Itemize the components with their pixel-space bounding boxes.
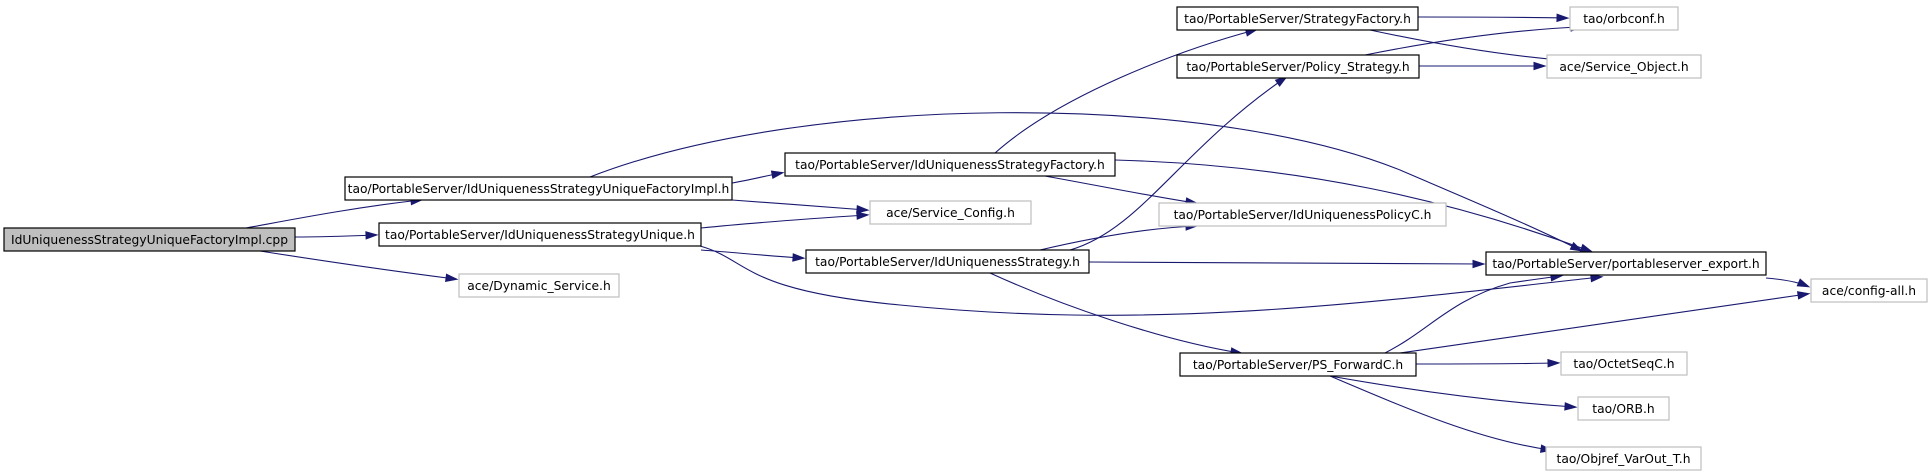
arrowhead-n2-to-n6: [792, 253, 806, 262]
edge-n6-to-n8: [1069, 77, 1286, 251]
node-box: [1176, 54, 1420, 79]
node-box: [1577, 396, 1670, 421]
include-node[interactable]: tao/PortableServer/IdUniquenessStrategyU…: [344, 176, 733, 201]
node-box: [1810, 278, 1928, 303]
include-node: tao/orbconf.h: [1569, 6, 1679, 31]
edge-n6-to-n13: [1088, 261, 1483, 265]
node-label: tao/PortableServer/StrategyFactory.h: [1184, 12, 1411, 26]
node-label: ace/Service_Object.h: [1559, 60, 1688, 74]
include-node[interactable]: tao/PortableServer/IdUniquenessStrategy.…: [805, 249, 1090, 274]
node-label: tao/orbconf.h: [1583, 12, 1665, 26]
node-label: ace/config-all.h: [1822, 284, 1916, 298]
arrowhead-n4-to-n13: [1579, 243, 1594, 253]
node-box: [378, 222, 702, 247]
include-node[interactable]: tao/PortableServer/Policy_Strategy.h: [1176, 54, 1420, 79]
node-box: [3, 227, 296, 252]
node-label: ace/Service_Config.h: [886, 206, 1015, 220]
edge-n10-to-n13: [1384, 275, 1561, 354]
node-box: [1545, 446, 1702, 471]
node-box: [1546, 54, 1702, 79]
edge-n8-to-n11: [1364, 26, 1581, 56]
edge-n1-to-n5: [731, 199, 867, 211]
node-label: tao/Objref_VarOut_T.h: [1557, 452, 1691, 466]
node-box: [805, 249, 1090, 274]
node-box: [1569, 6, 1679, 31]
edge-n2-to-n13: [699, 245, 1601, 316]
edge-n7-to-n11: [1417, 16, 1567, 19]
node-box: [1176, 6, 1419, 31]
arrowhead-n1-to-n4: [770, 170, 785, 179]
node-box: [784, 152, 1116, 177]
node-label: tao/PortableServer/IdUniquenessStrategyU…: [348, 182, 730, 196]
edge-n10-to-n14: [1399, 293, 1808, 354]
edge-n2-to-n5: [700, 214, 867, 229]
edge-n4-to-n7: [994, 29, 1256, 154]
edge-n7-to-n12: [1369, 29, 1561, 61]
arrowhead-n0-to-n3: [445, 273, 459, 283]
arrowhead-n1-to-n13: [1569, 241, 1584, 252]
edge-n2-to-n6: [700, 249, 803, 259]
edge-n4-to-n13: [1114, 159, 1591, 252]
arrowhead-n2-to-n13: [1590, 273, 1604, 283]
node-label: tao/PortableServer/PS_ForwardC.h: [1193, 358, 1403, 372]
arrowhead-n13-to-n14: [1796, 278, 1811, 288]
nodes-layer: IdUniquenessStrategyUniqueFactoryImpl.cp…: [3, 6, 1928, 471]
arrowhead-n6-to-n13: [1472, 259, 1486, 269]
node-box: [1158, 202, 1447, 227]
node-box: [1179, 352, 1417, 377]
edge-n10-to-n15: [1415, 362, 1558, 365]
arrowhead-n1-to-n5: [856, 205, 870, 214]
edge-n0-to-n1: [245, 199, 421, 229]
node-box: [344, 176, 733, 201]
node-label: tao/PortableServer/IdUniquenessStrategy.…: [815, 255, 1080, 269]
node-label: ace/Dynamic_Service.h: [467, 279, 611, 293]
include-node: ace/Dynamic_Service.h: [458, 273, 620, 298]
node-label: tao/PortableServer/IdUniquenessStrategyF…: [795, 158, 1105, 172]
include-node[interactable]: tao/PortableServer/IdUniquenessStrategyF…: [784, 152, 1116, 177]
include-node[interactable]: tao/PortableServer/portableserver_export…: [1485, 251, 1767, 276]
include-node[interactable]: tao/PortableServer/PS_ForwardC.h: [1179, 352, 1417, 377]
edge-n4-to-n9: [1044, 175, 1196, 204]
include-node: tao/PortableServer/IdUniquenessPolicyC.h: [1158, 202, 1447, 227]
node-box: [869, 200, 1032, 225]
node-label: tao/PortableServer/IdUniquenessPolicyC.h: [1174, 208, 1432, 222]
edge-n6-to-n9: [1039, 225, 1196, 251]
arrowhead-n0-to-n2: [365, 231, 379, 240]
edges-layer: [245, 13, 1811, 453]
edge-n0-to-n2: [294, 234, 376, 238]
edge-n0-to-n3: [259, 250, 456, 280]
include-node: tao/OctetSeqC.h: [1560, 351, 1688, 376]
include-node[interactable]: tao/PortableServer/StrategyFactory.h: [1176, 6, 1419, 31]
include-node: tao/Objref_VarOut_T.h: [1545, 446, 1702, 471]
include-node: ace/config-all.h: [1810, 278, 1928, 303]
arrowhead-n7-to-n11: [1556, 13, 1570, 23]
arrowhead-n10-to-n16: [1564, 402, 1578, 411]
node-box: [1485, 251, 1767, 276]
arrowhead-n10-to-n14: [1796, 291, 1811, 300]
edge-n10-to-n16: [1329, 375, 1575, 408]
node-label: tao/PortableServer/portableserver_export…: [1492, 257, 1759, 271]
node-box: [1560, 351, 1688, 376]
include-node: ace/Service_Object.h: [1546, 54, 1702, 79]
arrowhead-n2-to-n5: [856, 211, 870, 220]
node-label: tao/ORB.h: [1592, 402, 1654, 416]
arrowhead-n8-to-n12: [1533, 61, 1547, 71]
include-node[interactable]: tao/PortableServer/IdUniquenessStrategyU…: [378, 222, 702, 247]
edge-n1-to-n13: [589, 112, 1581, 251]
arrowhead-n10-to-n15: [1547, 358, 1561, 368]
node-label: IdUniquenessStrategyUniqueFactoryImpl.cp…: [11, 233, 288, 247]
node-label: tao/PortableServer/Policy_Strategy.h: [1186, 60, 1409, 74]
root-node[interactable]: IdUniquenessStrategyUniqueFactoryImpl.cp…: [3, 227, 296, 252]
include-node: ace/Service_Config.h: [869, 200, 1032, 225]
edge-n6-to-n10: [989, 272, 1241, 354]
include-node: tao/ORB.h: [1577, 396, 1670, 421]
node-box: [458, 273, 620, 298]
edge-n10-to-n17: [1329, 375, 1551, 451]
node-label: tao/OctetSeqC.h: [1573, 357, 1674, 371]
node-label: tao/PortableServer/IdUniquenessStrategyU…: [385, 228, 695, 242]
